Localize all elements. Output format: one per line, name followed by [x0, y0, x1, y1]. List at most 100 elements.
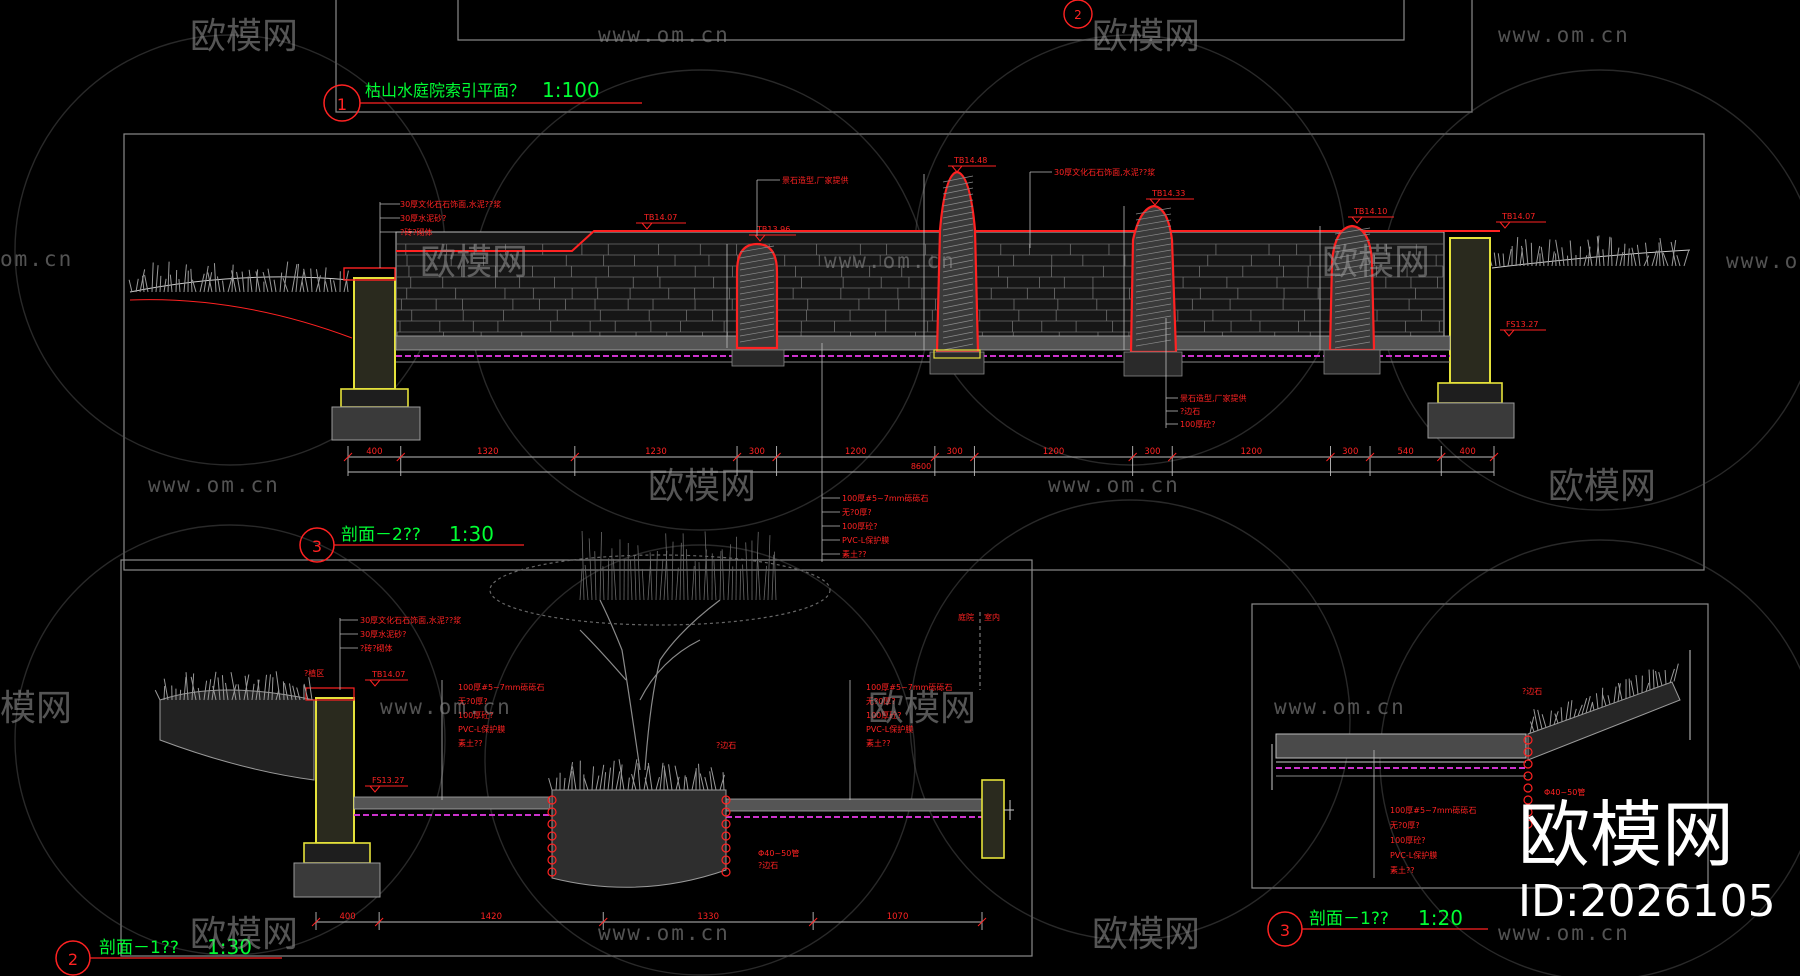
dim-top-slash-0	[343, 452, 353, 462]
watermarks: 欧模网 www.om.cn 欧模网 www.om.cn om.cn 欧模网 ww…	[0, 16, 1800, 955]
svg-text:www.om.cn: www.om.cn	[1048, 473, 1180, 497]
svg-text:100厚砼?: 100厚砼?	[842, 521, 878, 531]
svg-text:Φ40~50管: Φ40~50管	[758, 848, 799, 858]
section-11b-label: 剖面－1??	[1309, 909, 1389, 929]
tree	[489, 554, 831, 771]
svg-text:www.om.cn: www.om.cn	[1726, 249, 1800, 273]
svg-text:TB14.48: TB14.48	[953, 156, 987, 165]
dim-top-label-2: 1230	[645, 447, 667, 457]
svg-text:PVC-L保护膜: PVC-L保护膜	[842, 535, 889, 545]
corner-brand: 欧模网	[1518, 793, 1734, 877]
svg-text:30厚水泥砂?: 30厚水泥砂?	[360, 629, 406, 639]
corner-id: ID:2026105	[1518, 876, 1776, 927]
svg-text:无?0厚?: 无?0厚?	[866, 697, 896, 706]
section-11b-frame	[1251, 603, 1709, 889]
section-22-frame	[123, 133, 1705, 571]
right-end-wall	[981, 779, 1005, 859]
dim-top-label-11: 400	[1460, 447, 1476, 457]
vegetation-section-11b	[1529, 663, 1679, 734]
plan-title-scale: 1:100	[542, 78, 600, 102]
svg-text:TB14.33: TB14.33	[1151, 189, 1185, 198]
dimension-chain-top	[348, 456, 1494, 473]
left-wall-column	[353, 277, 396, 390]
section-22-scale: 1:30	[449, 522, 494, 546]
svg-text:www.om.cn: www.om.cn	[380, 695, 512, 719]
svg-text:欧模网: 欧模网	[1092, 16, 1200, 57]
dim-top-slash-11	[1436, 452, 1446, 462]
dim-top-label-6: 1200	[1043, 447, 1065, 457]
svg-text:30厚文化石石饰面,水泥??浆: 30厚文化石石饰面,水泥??浆	[1054, 167, 1155, 177]
svg-text:100厚砼?: 100厚砼?	[866, 710, 902, 720]
elev-floor-right: FS13.27	[1500, 320, 1546, 337]
section-22-label: 剖面－2??	[341, 525, 421, 545]
dim-top-slash-3	[732, 452, 742, 462]
dim-top-slash-1	[396, 452, 406, 462]
section-11b-notes: 100厚#5~7mm砾砾石 无?0厚? 100厚砼? PVC-L保护膜 素土??…	[1373, 686, 1585, 878]
dim-bottom-label-1: 1420	[480, 912, 502, 922]
dim-top-label-4: 1200	[845, 447, 867, 457]
dim-top-slash-10	[1365, 452, 1375, 462]
vegetation-section-11a	[154, 671, 725, 791]
section-11a-footing	[303, 842, 371, 864]
section-22-number: 3	[312, 537, 322, 556]
svg-text:无?0厚?: 无?0厚?	[458, 697, 488, 706]
dim-total-top: 8600	[911, 462, 931, 471]
gravel-bed	[395, 335, 1451, 351]
plan-title-number: 1	[337, 95, 347, 114]
svg-text:TB14.07: TB14.07	[1501, 212, 1535, 221]
section-11b-scale: 1:20	[1418, 906, 1463, 930]
svg-text:欧模网: 欧模网	[190, 914, 298, 955]
floor-bed-right	[725, 798, 983, 812]
sheet-frames	[120, 0, 1709, 957]
dim-top-label-0: 400	[366, 447, 382, 457]
plan-title-label: 枯山水庭院索引平面？	[365, 81, 525, 100]
stone-notes: 景石造型,厂家提供 30厚文化石石饰面,水泥??浆 景石造型,厂家提供 ?边石 …	[756, 167, 1247, 429]
svg-text:om.cn: om.cn	[0, 247, 73, 271]
svg-text:欧模网: 欧模网	[190, 16, 298, 57]
svg-text:www.om.cn: www.om.cn	[598, 921, 730, 945]
svg-text:素土??: 素土??	[458, 738, 483, 748]
svg-text:Φ40~50管: Φ40~50管	[1544, 787, 1585, 797]
section-11a-label: 剖面－1??	[99, 938, 179, 958]
right-wall-column	[1449, 237, 1491, 384]
dim-top-slash-7	[1128, 452, 1138, 462]
svg-text:无?0厚?: 无?0厚?	[1390, 821, 1420, 830]
right-ground-slope	[1491, 249, 1691, 269]
dim-top-label-1: 1320	[477, 447, 499, 457]
layer-notes: 100厚#5~7mm砾砾石 无?0厚? 100厚砼? PVC-L保护膜 素土??	[821, 343, 928, 562]
dim-top-slash-9	[1326, 452, 1335, 462]
svg-text:欧模网: 欧模网	[868, 688, 976, 729]
right-footing	[1437, 382, 1503, 404]
svg-text:FS13.27: FS13.27	[372, 776, 404, 785]
svg-text:TB14.07: TB14.07	[371, 670, 405, 679]
tree-canopy	[489, 554, 831, 626]
dim-bottom-slash-0	[311, 917, 321, 927]
section-11a-title: 2 剖面－1?? 1:30	[55, 935, 282, 976]
svg-text:素土??: 素土??	[1390, 865, 1415, 875]
dim-top-label-5: 300	[947, 447, 963, 457]
dim-top-slash-8	[1167, 452, 1177, 462]
svg-text:100厚砼?: 100厚砼?	[1390, 835, 1426, 845]
svg-text:?边石: ?边石	[758, 860, 778, 870]
svg-text:?边石: ?边石	[1522, 686, 1542, 696]
dim-bottom-slash-2	[598, 917, 608, 927]
svg-text:FS13.27: FS13.27	[1506, 320, 1538, 329]
pit-edge-beads	[547, 795, 731, 877]
dim-bottom-label-2: 1330	[697, 912, 719, 922]
corner-branding: 欧模网 ID:2026105	[1518, 793, 1776, 927]
section-11a-footing-gravel	[293, 862, 381, 898]
dim-top-slash-12	[1489, 452, 1499, 462]
svg-text:欧模网: 欧模网	[420, 242, 528, 283]
svg-text:TB14.07: TB14.07	[643, 213, 677, 222]
dim-top-label-8: 1200	[1241, 447, 1263, 457]
dim-bottom-label-3: 1070	[887, 912, 909, 922]
top-marker: 2	[1063, 0, 1093, 29]
dim-top-label-3: 300	[749, 447, 765, 457]
dim-bottom-slash-3	[808, 917, 818, 927]
stone-1	[735, 242, 779, 350]
svg-text:素土??: 素土??	[842, 549, 867, 559]
section-11a-number: 2	[68, 950, 78, 969]
top-partial-frame	[457, 0, 1405, 41]
